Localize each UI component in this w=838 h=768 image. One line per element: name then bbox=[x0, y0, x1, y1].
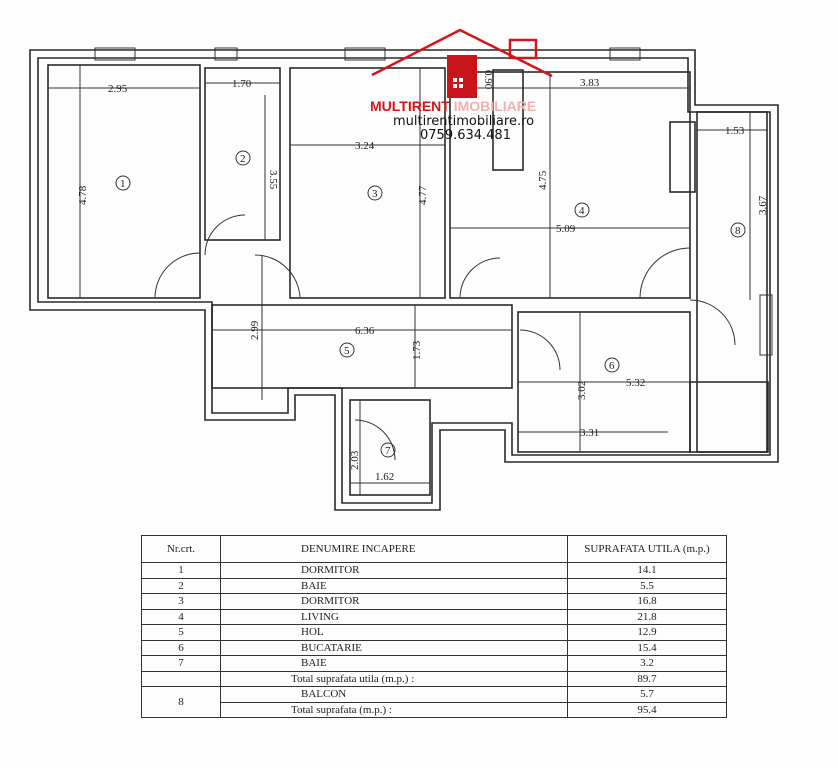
dim-label: 4.77 bbox=[417, 185, 429, 205]
room-4 bbox=[449, 71, 691, 299]
dim-label: 3.31 bbox=[580, 427, 599, 439]
dim-label: 2.99 bbox=[249, 320, 261, 340]
room-number: 5 bbox=[344, 345, 350, 357]
table-row-balcon: 8 BALCON 5.7 bbox=[141, 686, 727, 718]
room-number: 8 bbox=[735, 225, 741, 237]
dim-label: 5.32 bbox=[626, 377, 645, 389]
cell-area: 12.9 bbox=[567, 624, 727, 641]
cell-label: Total suprafata utila (m.p.) : bbox=[220, 670, 568, 687]
cell-area: 95.4 bbox=[567, 701, 727, 718]
room-5 bbox=[211, 304, 513, 389]
dim-label: 1.62 bbox=[375, 471, 394, 483]
cell-nr: 3 bbox=[141, 593, 221, 610]
dim-label: 2.03 bbox=[349, 450, 361, 470]
room-number: 3 bbox=[372, 188, 378, 200]
cell-name: HOL bbox=[220, 624, 568, 641]
dim-label: 3.02 bbox=[576, 381, 588, 400]
room-3 bbox=[289, 67, 446, 299]
cell-nr: 7 bbox=[141, 655, 221, 672]
logo-house-icon bbox=[371, 28, 553, 98]
cell-nr: 2 bbox=[141, 577, 221, 594]
room-number: 7 bbox=[385, 445, 391, 457]
cell-name: DORMITOR bbox=[220, 593, 568, 610]
dim-label: 6.36 bbox=[355, 325, 375, 337]
outer-wall bbox=[29, 49, 779, 511]
cell-area: 3.2 bbox=[567, 655, 727, 672]
table-row-total-util: Total suprafata utila (m.p.) : 89.7 bbox=[141, 670, 727, 687]
cell-area: 5.5 bbox=[567, 577, 727, 594]
table-header: Nr.crt. DENUMIRE INCAPERE SUPRAFATA UTIL… bbox=[141, 535, 727, 563]
cell-nr: 1 bbox=[141, 562, 221, 579]
cell-nr: 8 bbox=[141, 686, 221, 718]
cell-area: 15.4 bbox=[567, 639, 727, 656]
cell-nr: 6 bbox=[141, 639, 221, 656]
cell-area: 14.1 bbox=[567, 562, 727, 579]
room-8 bbox=[696, 111, 768, 453]
dim-label: 3.24 bbox=[355, 140, 375, 152]
dim-label: 4.75 bbox=[537, 170, 549, 190]
room-number: 2 bbox=[240, 153, 246, 165]
logo-website: multirentimobiliare.ro bbox=[393, 114, 535, 129]
brand-main: MULTIRENT bbox=[370, 98, 450, 114]
dim-label: 3.67 bbox=[757, 195, 769, 215]
room-7 bbox=[349, 399, 431, 496]
cell-area: 89.7 bbox=[567, 670, 727, 687]
table-row-total: Total suprafata (m.p.) : 95.4 bbox=[142, 701, 727, 718]
room-number: 6 bbox=[609, 360, 615, 372]
dim-label: 4.78 bbox=[77, 185, 89, 205]
header-area: SUPRAFATA UTILA (m.p.) bbox=[567, 535, 727, 563]
dim-label: 2.95 bbox=[108, 83, 128, 95]
dim-label: 1.73 bbox=[411, 340, 423, 360]
cell-nr: 4 bbox=[141, 608, 221, 625]
cell-nr: 5 bbox=[141, 624, 221, 641]
room-1 bbox=[47, 64, 201, 299]
dim-label: 3.55 bbox=[267, 170, 279, 190]
logo-phone: 0759.634.481 bbox=[420, 128, 511, 143]
cell-name: BAIE bbox=[220, 577, 568, 594]
brand-sub: IMOBILIARE bbox=[453, 98, 537, 114]
logo-brand: MULTIRENT IMOBILIARE bbox=[370, 98, 536, 114]
cell-empty bbox=[141, 670, 221, 687]
area-table: Nr.crt. DENUMIRE INCAPERE SUPRAFATA UTIL… bbox=[141, 535, 727, 718]
header-nr: Nr.crt. bbox=[141, 535, 221, 563]
cell-area: 16.8 bbox=[567, 593, 727, 610]
cell-name: BALCON bbox=[220, 686, 568, 703]
cell-label: Total suprafata (m.p.) : bbox=[220, 701, 568, 718]
room-number: 1 bbox=[120, 178, 126, 190]
dim-label: 1.53 bbox=[725, 125, 745, 137]
cell-name: BUCATARIE bbox=[220, 639, 568, 656]
dim-label: 3.83 bbox=[580, 77, 600, 89]
room-number: 4 bbox=[579, 205, 585, 217]
dim-label: 0.90 bbox=[482, 70, 494, 90]
header-name: DENUMIRE INCAPERE bbox=[220, 535, 568, 563]
dim-label: 1.70 bbox=[232, 78, 252, 90]
room-2 bbox=[204, 67, 281, 241]
cell-area: 21.8 bbox=[567, 608, 727, 625]
cell-area: 5.7 bbox=[567, 686, 727, 703]
cell-name: BAIE bbox=[220, 655, 568, 672]
cell-name: LIVING bbox=[220, 608, 568, 625]
dim-label: 5.09 bbox=[556, 223, 576, 235]
cell-name: DORMITOR bbox=[220, 562, 568, 579]
